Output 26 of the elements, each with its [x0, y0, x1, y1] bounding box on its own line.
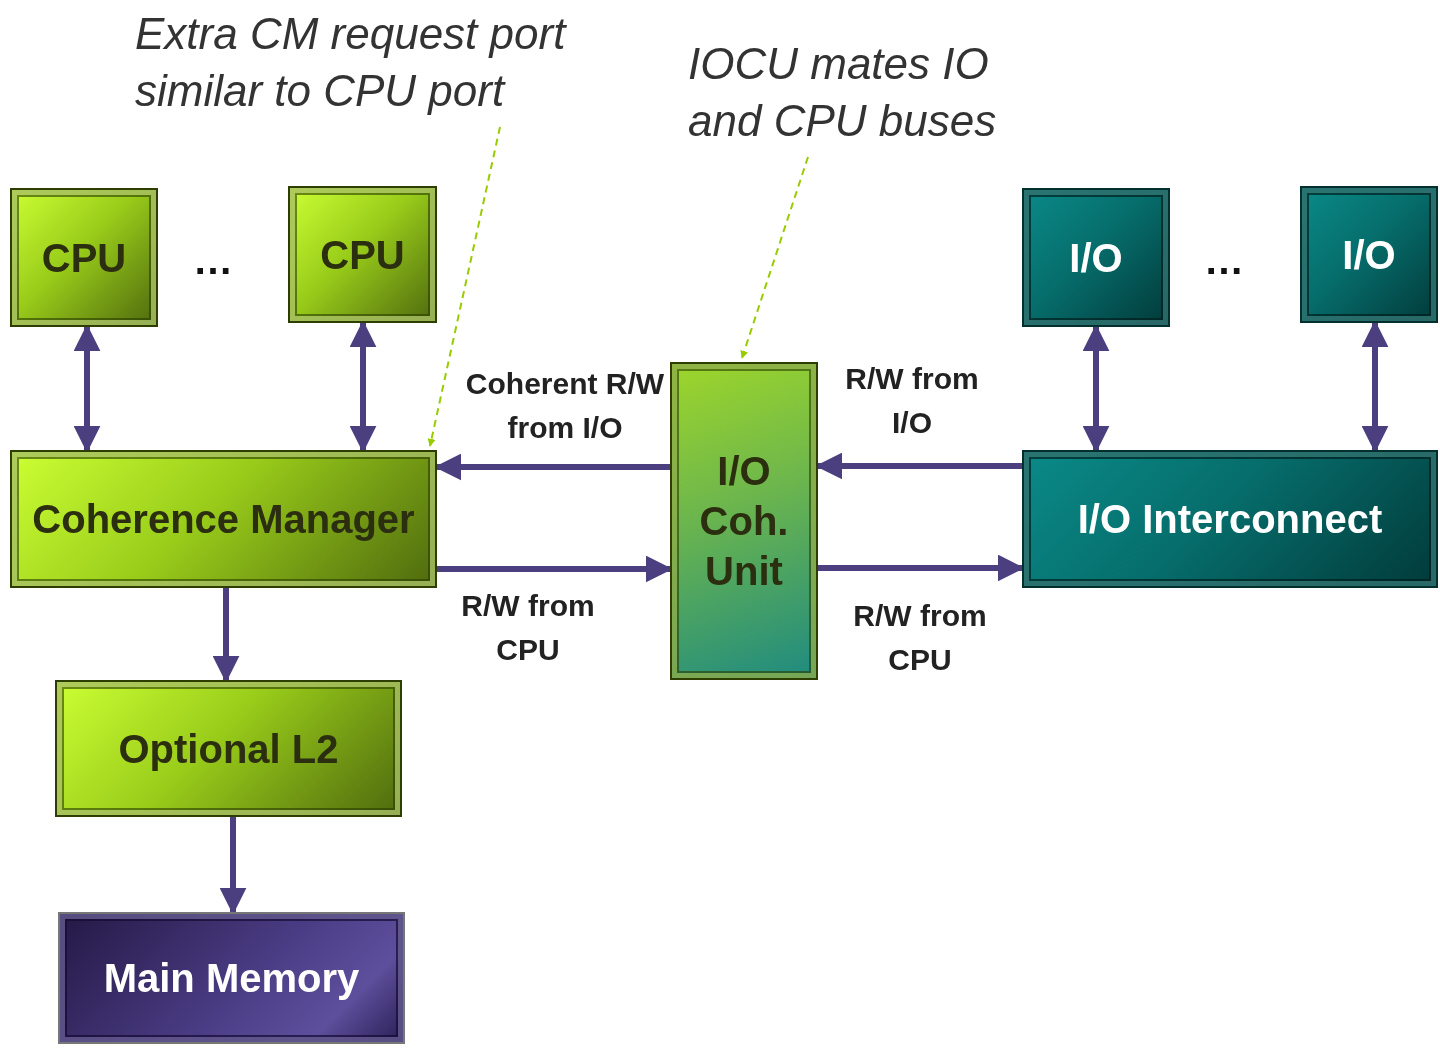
cache-box	[55, 680, 402, 817]
box-label: I/O Coh. Unit	[698, 448, 790, 595]
box-label: I/O	[1342, 231, 1396, 279]
coherence-manager-box	[10, 450, 437, 588]
leader-line	[740, 156, 809, 359]
io-coherence-unit-box	[670, 362, 818, 680]
ellipsis-text: …	[1204, 238, 1244, 283]
cpu-box	[10, 188, 158, 327]
leader-line	[427, 126, 501, 447]
box-label: I/O Interconnect	[1077, 496, 1383, 543]
io-device-box	[1022, 188, 1170, 327]
memory-box	[58, 912, 405, 1044]
io-device-box	[1300, 186, 1438, 323]
arrow	[212, 588, 240, 683]
note-text: IOCU mates IO and CPU buses	[688, 38, 998, 148]
box-label: Optional L2	[118, 725, 339, 773]
ellipsis-text: …	[193, 238, 233, 283]
box-label: CPU	[320, 231, 405, 279]
box-label: Main Memory	[103, 955, 360, 1002]
cpu-box	[288, 186, 437, 323]
box-label: CPU	[41, 234, 127, 282]
box-label: Coherence Manager	[32, 496, 415, 543]
note-text: Extra CM request port similar to CPU port	[135, 8, 568, 118]
interconnect-box	[1022, 450, 1438, 588]
box-label: I/O	[1069, 234, 1123, 282]
arrow	[219, 817, 247, 915]
